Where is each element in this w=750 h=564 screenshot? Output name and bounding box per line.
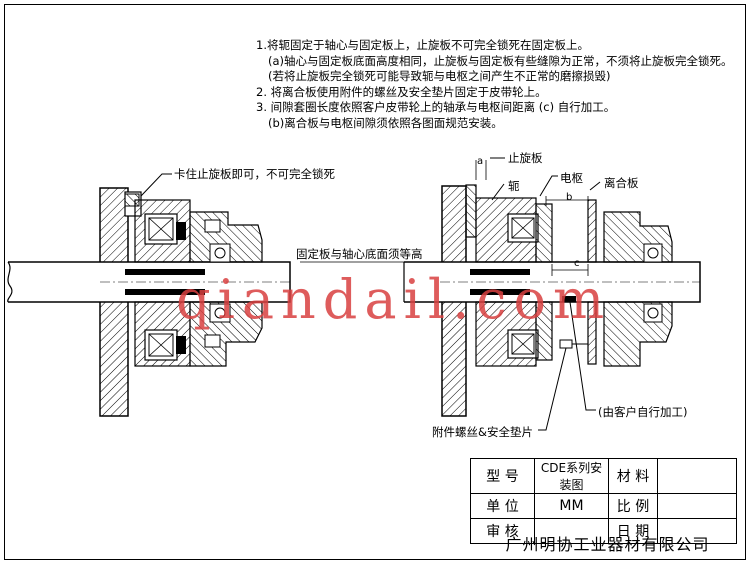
material-label: 材 料 [608, 458, 658, 494]
left-assembly [7, 173, 291, 417]
label-left-clamp: 卡住止旋板即可，不可完全锁死 [174, 167, 335, 181]
note-line: 2. 将离合板使用附件的螺丝及安全垫片固定于皮带轮上。 [256, 84, 547, 99]
watermark: qiandail.com [176, 268, 612, 331]
unit-label: 单 位 [470, 493, 535, 519]
label-flush-requirement: 固定板与轴心底面须等高 [296, 247, 423, 261]
review-value [534, 518, 609, 544]
label-customer-machined: (由客户自行加工) [598, 405, 688, 419]
clutch-plate-upper [587, 199, 597, 263]
unit-value: MM [534, 493, 609, 519]
label-screws: 附件螺丝&安全垫片 [432, 425, 533, 439]
right-armature-lower [535, 301, 553, 361]
scale-label: 比 例 [608, 493, 658, 519]
material-value [657, 458, 737, 494]
drawing-sheet [4, 4, 746, 560]
right-armature-upper [535, 203, 553, 263]
anti-rotation-plate [465, 184, 477, 238]
installation-notes: 1.将轭固定于轴心与固定板上，止旋板不可完全锁死在固定板上。 (a)轴心与固定板… [256, 38, 733, 132]
label-armature: 电枢 [560, 171, 583, 185]
label-anti-rotation-plate: 止旋板 [508, 151, 543, 165]
note-line: (若将止旋板完全锁死可能导致轭与电枢之间产生不正常的磨擦损毁) [268, 69, 611, 84]
date-label: 日 期 [608, 518, 658, 544]
dim-b: b [566, 192, 573, 203]
note-line: (a)轴心与固定板底面高度相同，止旋板与固定板有些缝隙为正常，不须将止旋板完全锁… [268, 53, 733, 68]
note-line: (b)离合板与电枢间隙须依照各图面规范安装。 [268, 115, 503, 130]
date-value [657, 518, 737, 544]
dim-c: c [574, 258, 580, 269]
title-block: 型 号 CDE系列安装图 材 料 单 位 MM 比 例 审 核 日 期 [470, 458, 737, 544]
company-name: 广州明协工业器材有限公司 [505, 535, 710, 554]
scale-value [657, 493, 737, 519]
review-label: 审 核 [470, 518, 535, 544]
clutch-plate-lower [587, 301, 597, 365]
left-pulley-lower [189, 301, 263, 367]
right-assembly [300, 157, 701, 431]
label-yoke: 轭 [508, 179, 520, 193]
note-line: 3. 间隙套圈长度依照客户皮带轮上的轴承与电枢间距离 (c) 自行加工。 [256, 100, 616, 115]
note-line: 1.将轭固定于轴心与固定板上，止旋板不可完全锁死在固定板上。 [256, 38, 589, 52]
drawing-name: CDE系列安装图 [534, 458, 609, 494]
dim-a: a [477, 156, 484, 167]
model-label: 型 号 [470, 458, 535, 494]
label-clutch-plate: 离合板 [604, 176, 639, 190]
